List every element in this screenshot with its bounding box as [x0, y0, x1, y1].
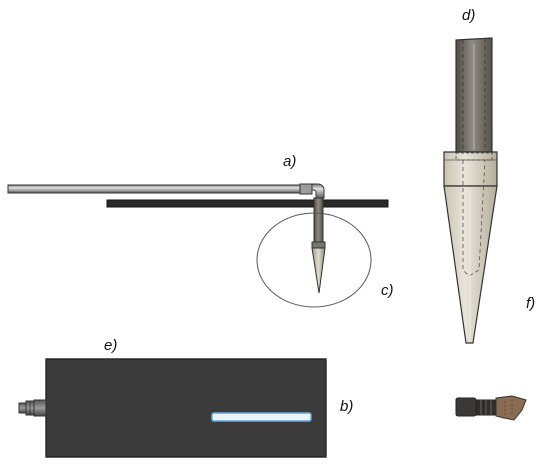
label-b: b): [340, 398, 354, 415]
large-probe: [443, 37, 498, 344]
label-e: e): [104, 337, 118, 354]
enclosure-box: [18, 358, 327, 458]
led-strip: [211, 412, 312, 422]
horizontal-tube: [7, 183, 325, 199]
small-probe: [311, 197, 326, 294]
label-a: a): [283, 153, 297, 170]
detail-ellipse: [256, 212, 372, 308]
label-f: f): [526, 295, 536, 312]
mounting-rail: [106, 199, 389, 208]
label-d: d): [462, 7, 476, 24]
side-connector: [18, 399, 47, 417]
cable-connector: [455, 395, 527, 421]
label-c: c): [381, 282, 394, 299]
